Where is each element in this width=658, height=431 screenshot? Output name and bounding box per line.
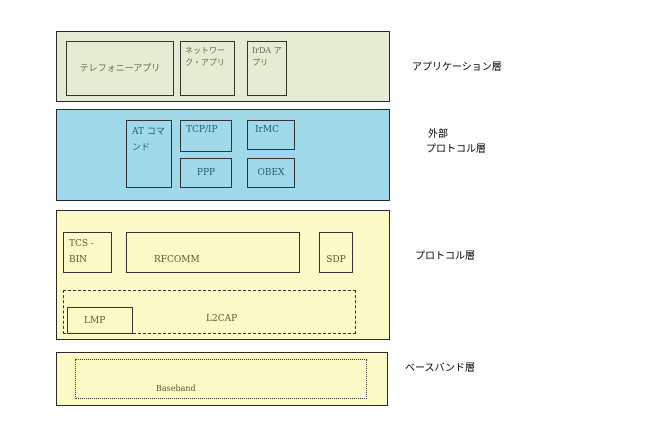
external-label-line2: プロトコル層 (426, 144, 486, 155)
sdp-label: SDP (326, 255, 346, 265)
application-layer: テレフォニーアプリ ネットワーク・アプリ IrDA アプリ (56, 31, 390, 102)
obex-box: OBEX (247, 158, 295, 188)
rfcomm-label: RFCOMM (154, 255, 200, 265)
application-layer-label: アプリケーション層 (412, 62, 502, 73)
network-app-box: ネットワーク・アプリ (180, 41, 235, 96)
network-app-label: ネットワーク・アプリ (185, 46, 225, 67)
protocol-layer: TCS - BIN RFCOMM SDP L2CAP LMP (56, 210, 390, 340)
ppp-box: PPP (180, 158, 232, 188)
protocol-layer-label: プロトコル層 (415, 251, 475, 262)
at-command-box: AT コマンド (126, 120, 172, 188)
telephony-app-label: テレフォニーアプリ (79, 63, 161, 74)
external-protocol-layer: AT コマンド TCP/IP IrMC PPP OBEX (56, 109, 390, 201)
baseband-box: Baseband (75, 359, 367, 399)
telephony-app-box: テレフォニーアプリ (66, 41, 174, 96)
rfcomm-box: RFCOMM (126, 232, 300, 273)
tcpip-box: TCP/IP (180, 120, 232, 152)
irmc-label: IrMC (255, 125, 279, 135)
baseband-label: Baseband (156, 384, 196, 393)
sdp-box: SDP (319, 232, 353, 273)
lmp-box: LMP (67, 307, 133, 334)
baseband-layer-label: ベースバンド層 (405, 363, 475, 374)
irmc-box: IrMC (247, 120, 295, 150)
external-protocol-layer-label: 外部 プロトコル層 (426, 127, 486, 157)
tcpip-label: TCP/IP (186, 125, 218, 135)
tcs-bin-box: TCS - BIN (63, 232, 112, 273)
l2cap-box: L2CAP (63, 290, 356, 334)
external-label-line1: 外部 (428, 129, 448, 140)
l2cap-label: L2CAP (206, 314, 238, 324)
obex-label: OBEX (257, 168, 285, 178)
irda-app-label: IrDA アプリ (252, 46, 282, 67)
irda-app-box: IrDA アプリ (247, 41, 287, 96)
tcs-bin-label-line2: BIN (69, 255, 88, 265)
baseband-layer: Baseband (56, 352, 388, 406)
lmp-label: LMP (84, 315, 106, 326)
at-command-label: AT コマンド (132, 127, 165, 153)
ppp-label: PPP (196, 168, 216, 178)
tcs-bin-label-line1: TCS - (69, 239, 94, 249)
